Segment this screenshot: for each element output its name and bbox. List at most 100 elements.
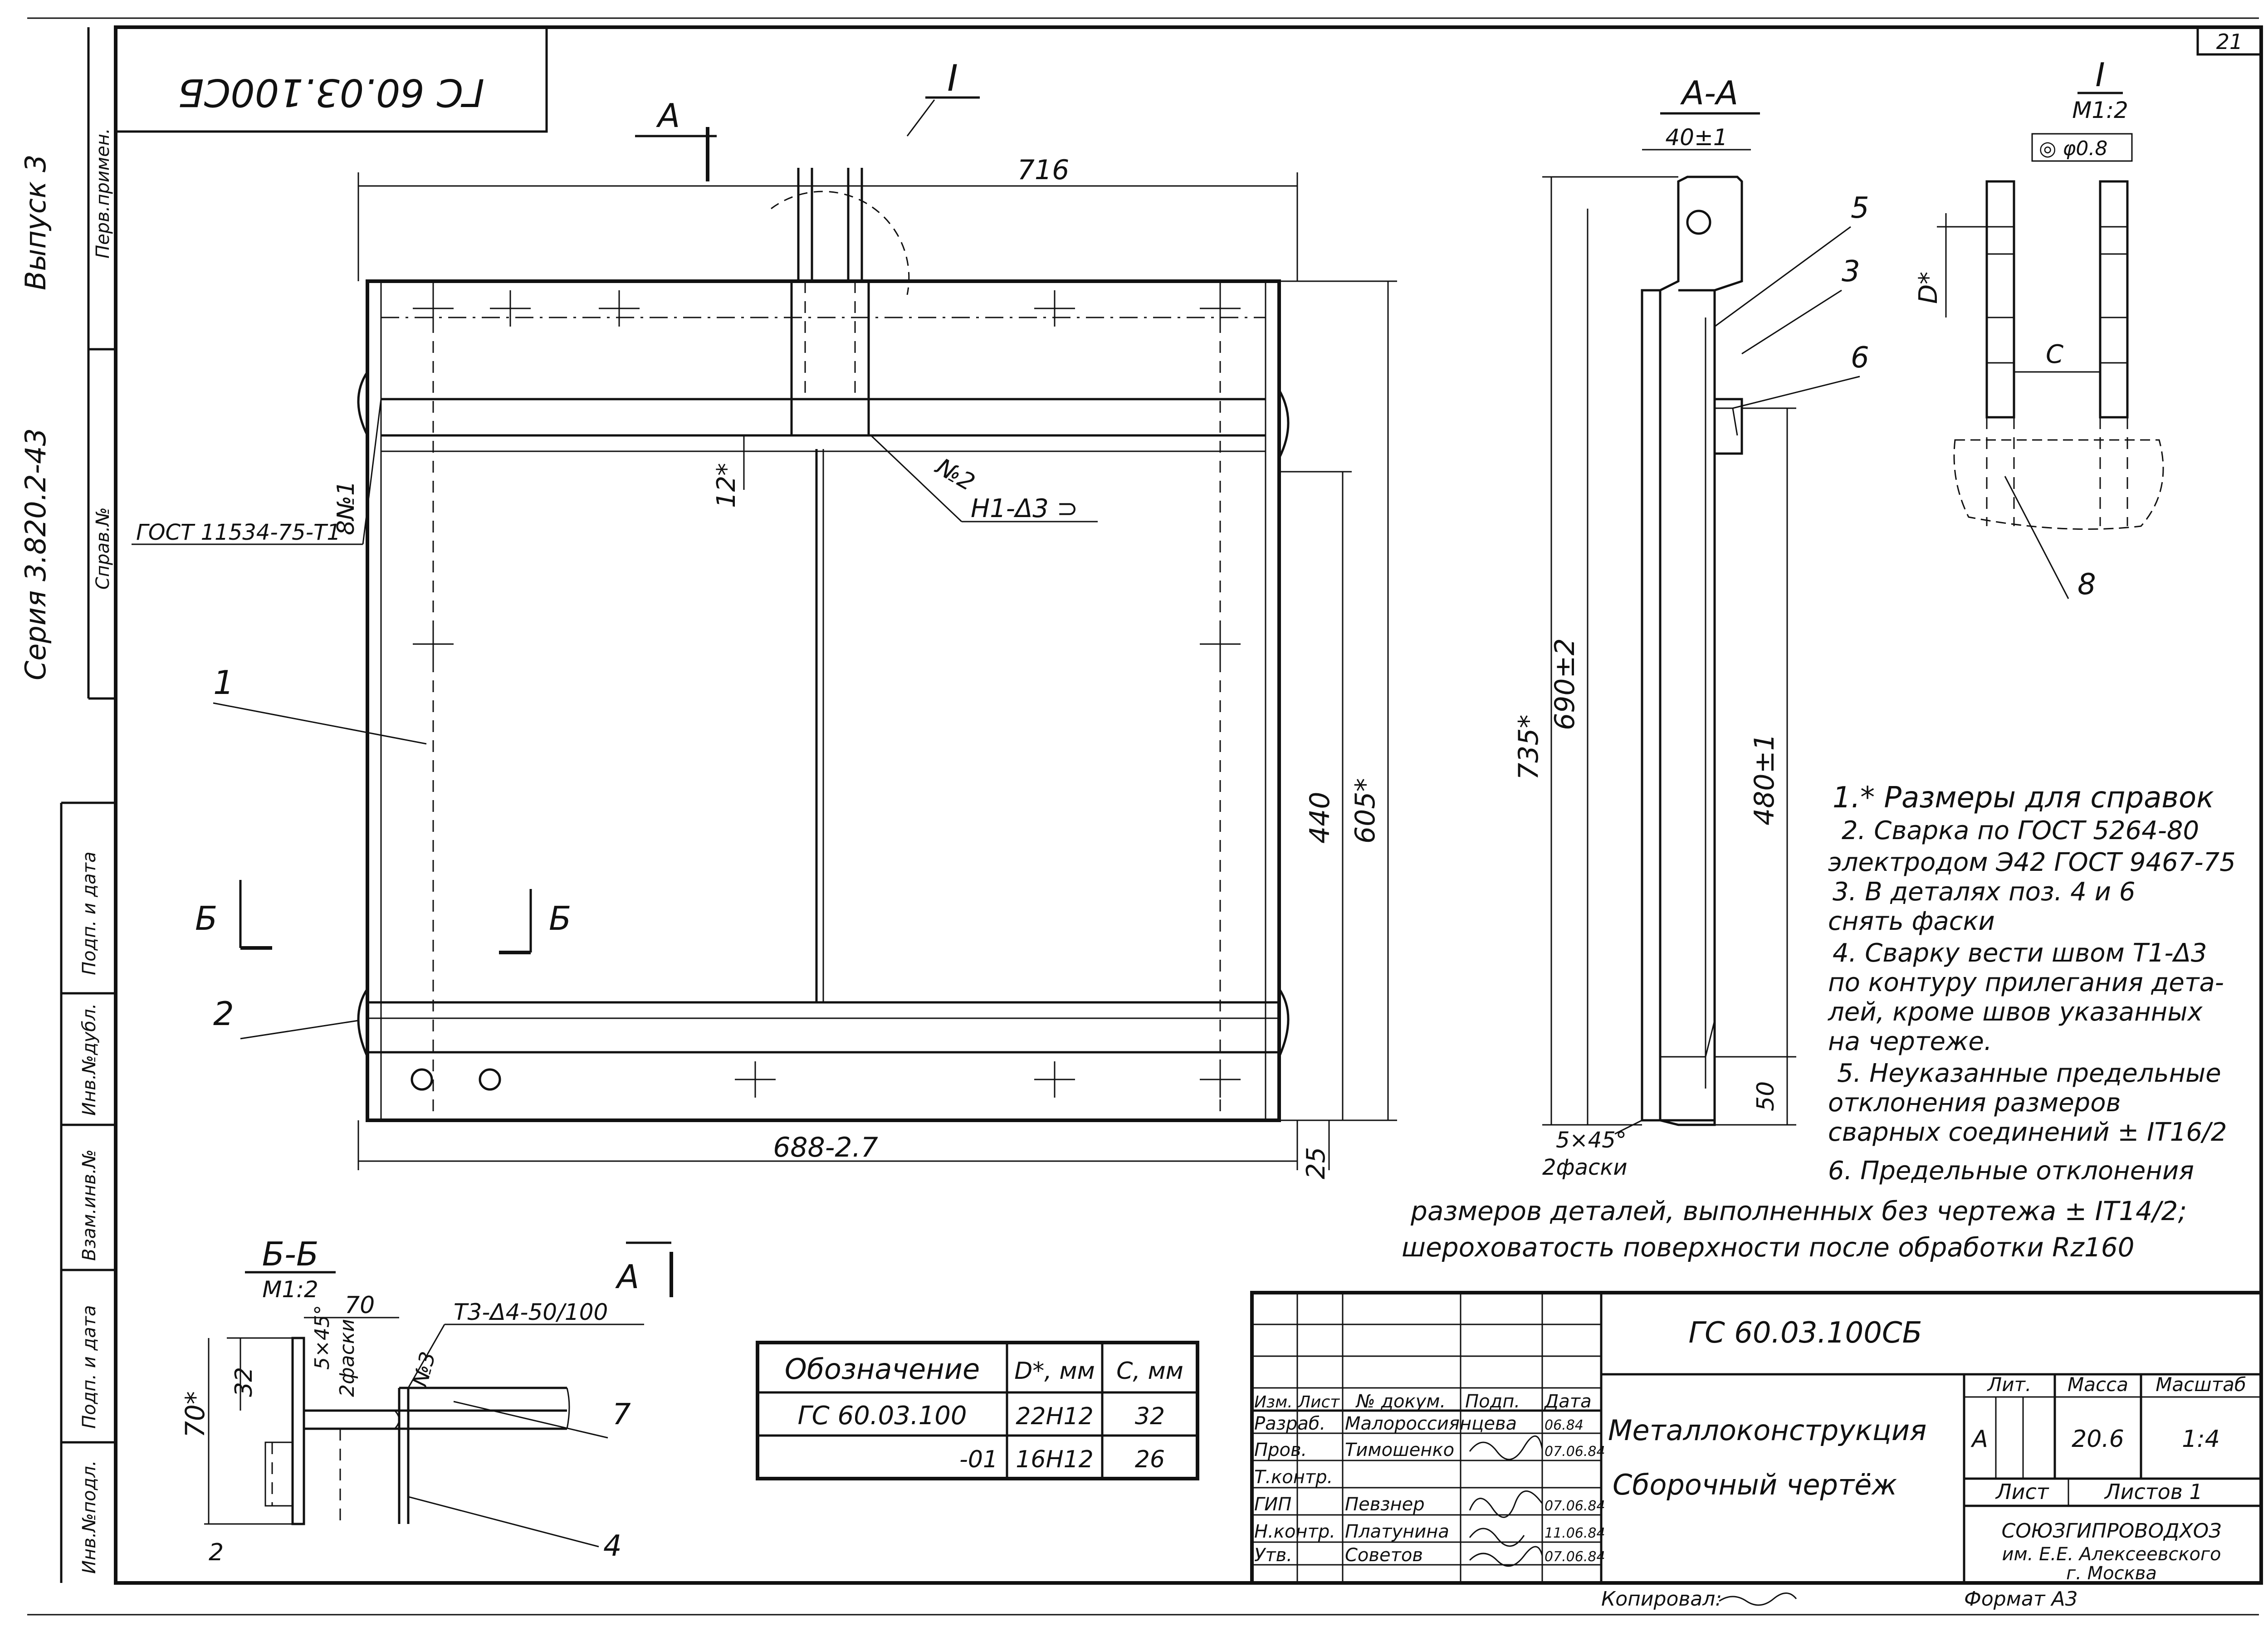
col-data: Дата [1544,1391,1592,1412]
note-6c: шероховатость поверхности после обработк… [1402,1232,2135,1263]
weld-8-label: 8№1 [332,481,360,535]
stamp-top-left-box [114,26,548,133]
notes-block: 1.* Размеры для справок 2. Сварка по ГОС… [1402,781,2236,1263]
tb-sheet-label: Лист [1995,1480,2049,1504]
section-B-right: Б [549,899,571,938]
pos-1: 1 [213,664,234,702]
section-B-left: Б [195,899,217,938]
dim-440: 440 [1304,791,1336,844]
tb-org-2: им. Е.Е. Алексеевского [2002,1544,2221,1565]
BB-weld-3-num: №3 [407,1349,440,1390]
section-BB-title: Б-Б [262,1235,319,1273]
staff-date-6: 07.06.84 [1545,1549,1605,1565]
BB-dim-70-side: 70* [180,1391,210,1438]
staff-date-4: 07.06.84 [1545,1498,1605,1514]
dim-688: 688-2.7 [773,1132,878,1163]
dim-40: 40±1 [1665,124,1727,151]
col-podp: Подп. [1465,1391,1520,1412]
pos-2: 2 [213,995,234,1033]
section-AA-title: А-А [1680,74,1739,112]
tb-mass-value: 20.6 [2072,1426,2124,1453]
dim-480: 480±1 [1749,733,1780,825]
note-4: 4. Сварку вести швом Т1-Δ3 [1833,938,2207,968]
note-2: 2. Сварка по ГОСТ 5264-80 [1842,816,2199,845]
table-row2-designation: -01 [959,1446,998,1473]
copied-signature [1719,1592,1797,1606]
note-4b: по контуру прилегания дета- [1828,968,2224,997]
section-A-top: А [656,97,680,135]
staff-date-1: 06.84 [1545,1417,1584,1433]
pos-5: 5 [1851,191,1869,225]
weld-2-num: №2 [930,453,979,497]
inv-dubl-label: Инв.№дубл. [79,1003,100,1116]
dim-690: 690±2 [1549,638,1581,730]
BB-dim-32: 32 [230,1367,258,1397]
chamfer-AA: 5×45° [1556,1128,1627,1153]
BB-chamfer: 5×45° [311,1305,334,1370]
staff-role-5: Н.контр. [1254,1521,1335,1542]
dim-25: 25 [1301,1147,1331,1179]
detail-I: I М1:2 ◎ φ0.8 C D* 8 [1914,56,2164,601]
tb-scale-value: 1:4 [2182,1426,2220,1453]
staff-role-1: Разраб. [1254,1413,1325,1434]
BB-weld-3-label: Т3-Δ4-50/100 [454,1299,608,1325]
vzam-inv-label: Взам.инв.№ [79,1149,100,1261]
dim-735: 735* [1513,714,1545,780]
podp-data-label-2: Подп. и дата [79,1305,100,1429]
note-5: 5. Неуказанные предельные [1837,1059,2221,1088]
sheet-frame [114,25,2263,1585]
detail-I-dim-C: C [2046,340,2063,369]
staff-name-2: Тимошенко [1345,1440,1454,1460]
note-4d: на чертеже. [1828,1027,1992,1056]
table-row2-D: 16Н12 [1016,1446,1093,1473]
section-AA: А-А 40±1 5 3 6 735* 690±2 480±1 50 [1513,74,1869,1180]
pos-6: 6 [1851,341,1869,375]
issue-label: Выпуск 3 [19,155,52,290]
note-3: 3. В деталях поз. 4 и 6 [1833,877,2136,907]
table-row1-C: 32 [1135,1403,1165,1430]
title-block: Изм. Лист № докум. Подп. Дата Разраб. Ма… [1250,1291,2263,1585]
note-6b: размеров деталей, выполненных без чертеж… [1410,1196,2187,1226]
note-5b: отклонения размеров [1828,1088,2121,1118]
variants-table: Обозначение D*, мм C, мм ГС 60.03.100 22… [756,1341,1199,1480]
sprav-no-label: Справ.№ [93,507,113,590]
tb-lit-label: Лит. [1987,1373,2032,1396]
sheet-number-box [2196,26,2263,56]
tb-name-2: Сборочный чертёж [1613,1468,1897,1501]
detail-I-dim-D: D* [1914,272,1943,304]
format-label: Формат А3 [1964,1587,2078,1611]
tb-mass-label: Масса [2068,1373,2128,1396]
section-BB-scale: М1:2 [262,1276,318,1303]
chamfer-note-AA: 2фаски [1542,1155,1628,1180]
main-view: 716 I А А Б Б 12* №2 Н1-Δ3 ⊃ ГОСТ 11534-… [132,57,1397,1297]
pos-3: 3 [1842,255,1860,288]
note-1: 1.* Размеры для справок [1833,781,2214,815]
section-A-bottom: А [615,1258,639,1296]
tb-scale-label: Масштаб [2156,1373,2246,1396]
weld-2-label: Н1-Δ3 ⊃ [971,494,1078,523]
col-izm: Изм. [1254,1393,1293,1411]
gost-label: ГОСТ 11534-75-Т1 [136,520,341,545]
note-4c: лей, кроме швов указанных [1828,997,2203,1027]
table-row1-designation: ГС 60.03.100 [797,1401,967,1431]
tb-sheets-label: Листов 1 [2104,1480,2203,1504]
series-label: Серия 3.820.2-43 [19,428,52,680]
note-6: 6. Предельные отклонения [1828,1156,2194,1186]
pos-4: 4 [603,1529,622,1563]
staff-role-6: Утв. [1254,1545,1292,1566]
dim-716: 716 [1017,154,1070,186]
note-5c: сварных соединений ± IT16/2 [1828,1118,2227,1147]
table-header-D: D*, мм [1014,1358,1095,1385]
side-strip: Серия 3.820.2-43 Выпуск 3 Перв.примен. С… [19,27,116,1583]
BB-dim-70-top: 70 [345,1292,375,1319]
stamp-top-left: ГС 60.03.100СБ [178,70,484,115]
note-2b: электродом Э42 ГОСТ 9467-75 [1828,848,2236,877]
tb-designation: ГС 60.03.100СБ [1689,1316,1922,1350]
table-row2-C: 26 [1135,1446,1165,1473]
staff-role-4: ГИП [1254,1494,1291,1515]
staff-role-3: Т.контр. [1254,1467,1333,1488]
pos-7: 7 [612,1398,631,1431]
staff-name-1: Малороссиянцева [1345,1413,1517,1434]
table-header-C: C, мм [1116,1358,1183,1385]
